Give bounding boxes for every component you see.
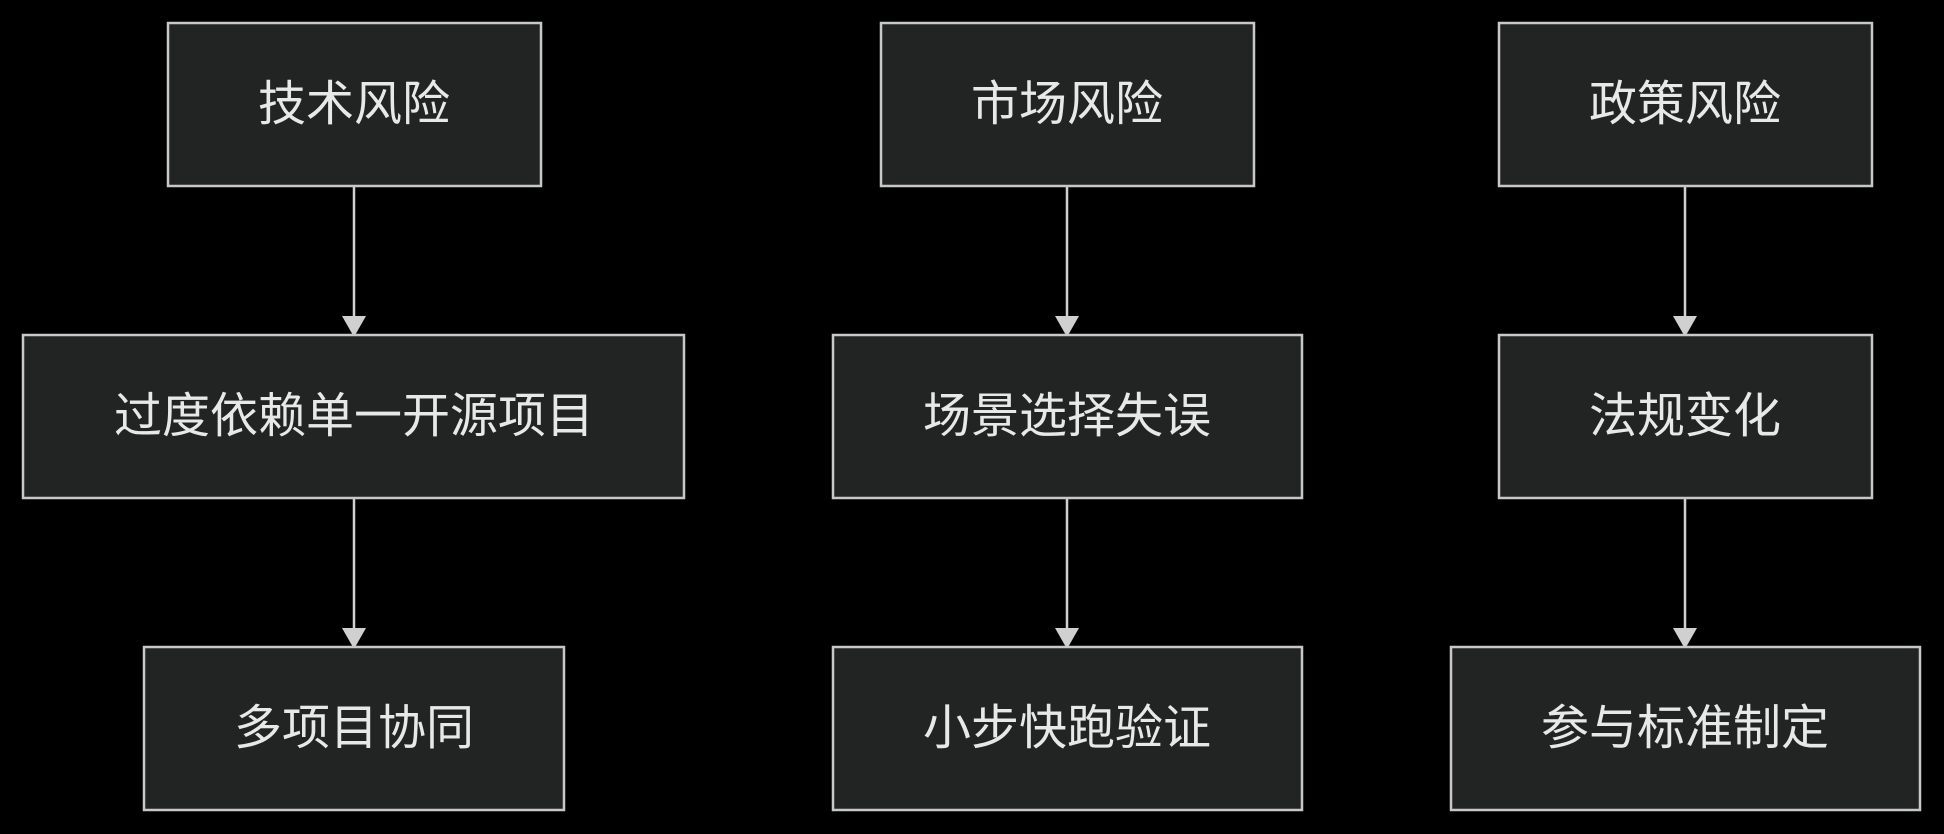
node-market-risk: 市场风险 (879, 21, 1256, 188)
node-policy-issue-label: 法规变化 (1589, 388, 1781, 444)
node-policy-risk-label: 政策风险 (1589, 76, 1781, 132)
node-market-solution-label: 小步快跑验证 (923, 700, 1211, 756)
node-policy-solution: 参与标准制定 (1449, 645, 1922, 812)
node-market-issue: 场景选择失误 (831, 333, 1304, 500)
node-tech-risk: 技术风险 (166, 21, 543, 188)
edge-policy-issue-to-policy-solution (1673, 499, 1697, 649)
node-policy-risk: 政策风险 (1497, 21, 1874, 188)
node-policy-solution-label: 参与标准制定 (1541, 700, 1829, 756)
node-tech-risk-label: 技术风险 (258, 76, 450, 132)
node-tech-solution-label: 多项目协同 (234, 700, 474, 756)
edge-policy-risk-to-policy-issue (1673, 187, 1697, 337)
node-market-issue-label: 场景选择失误 (923, 388, 1211, 444)
edge-market-issue-to-market-solution (1055, 499, 1079, 649)
node-market-solution: 小步快跑验证 (831, 645, 1304, 812)
edge-tech-risk-to-tech-issue (342, 187, 366, 337)
node-tech-issue: 过度依赖单一开源项目 (21, 333, 686, 500)
node-policy-issue: 法规变化 (1497, 333, 1874, 500)
edge-tech-issue-to-tech-solution (342, 499, 366, 649)
node-tech-solution: 多项目协同 (142, 645, 566, 812)
node-tech-issue-label: 过度依赖单一开源项目 (114, 388, 594, 444)
node-market-risk-label: 市场风险 (971, 76, 1163, 132)
edge-market-risk-to-market-issue (1055, 187, 1079, 337)
